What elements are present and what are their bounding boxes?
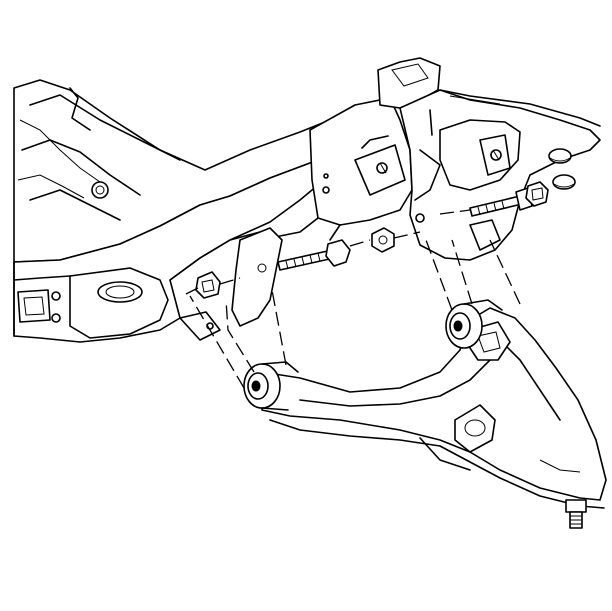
bolt-front: [277, 239, 351, 271]
cam-washer: [371, 227, 395, 253]
frame-mount-plate: [179, 227, 283, 341]
nut-rear: [525, 181, 549, 207]
frame-crossmember: [13, 79, 341, 343]
frame-plug-2: [552, 174, 576, 190]
frame-bracket-front: [377, 57, 601, 261]
bushing-front: [243, 361, 299, 411]
nut-front: [195, 271, 221, 299]
bushing-rear: [445, 299, 503, 349]
frame-plug-1: [548, 148, 572, 164]
assembly-guide-lines: [185, 209, 521, 389]
ball-joint-stud: [565, 499, 587, 529]
lower-control-arm: [261, 307, 607, 509]
